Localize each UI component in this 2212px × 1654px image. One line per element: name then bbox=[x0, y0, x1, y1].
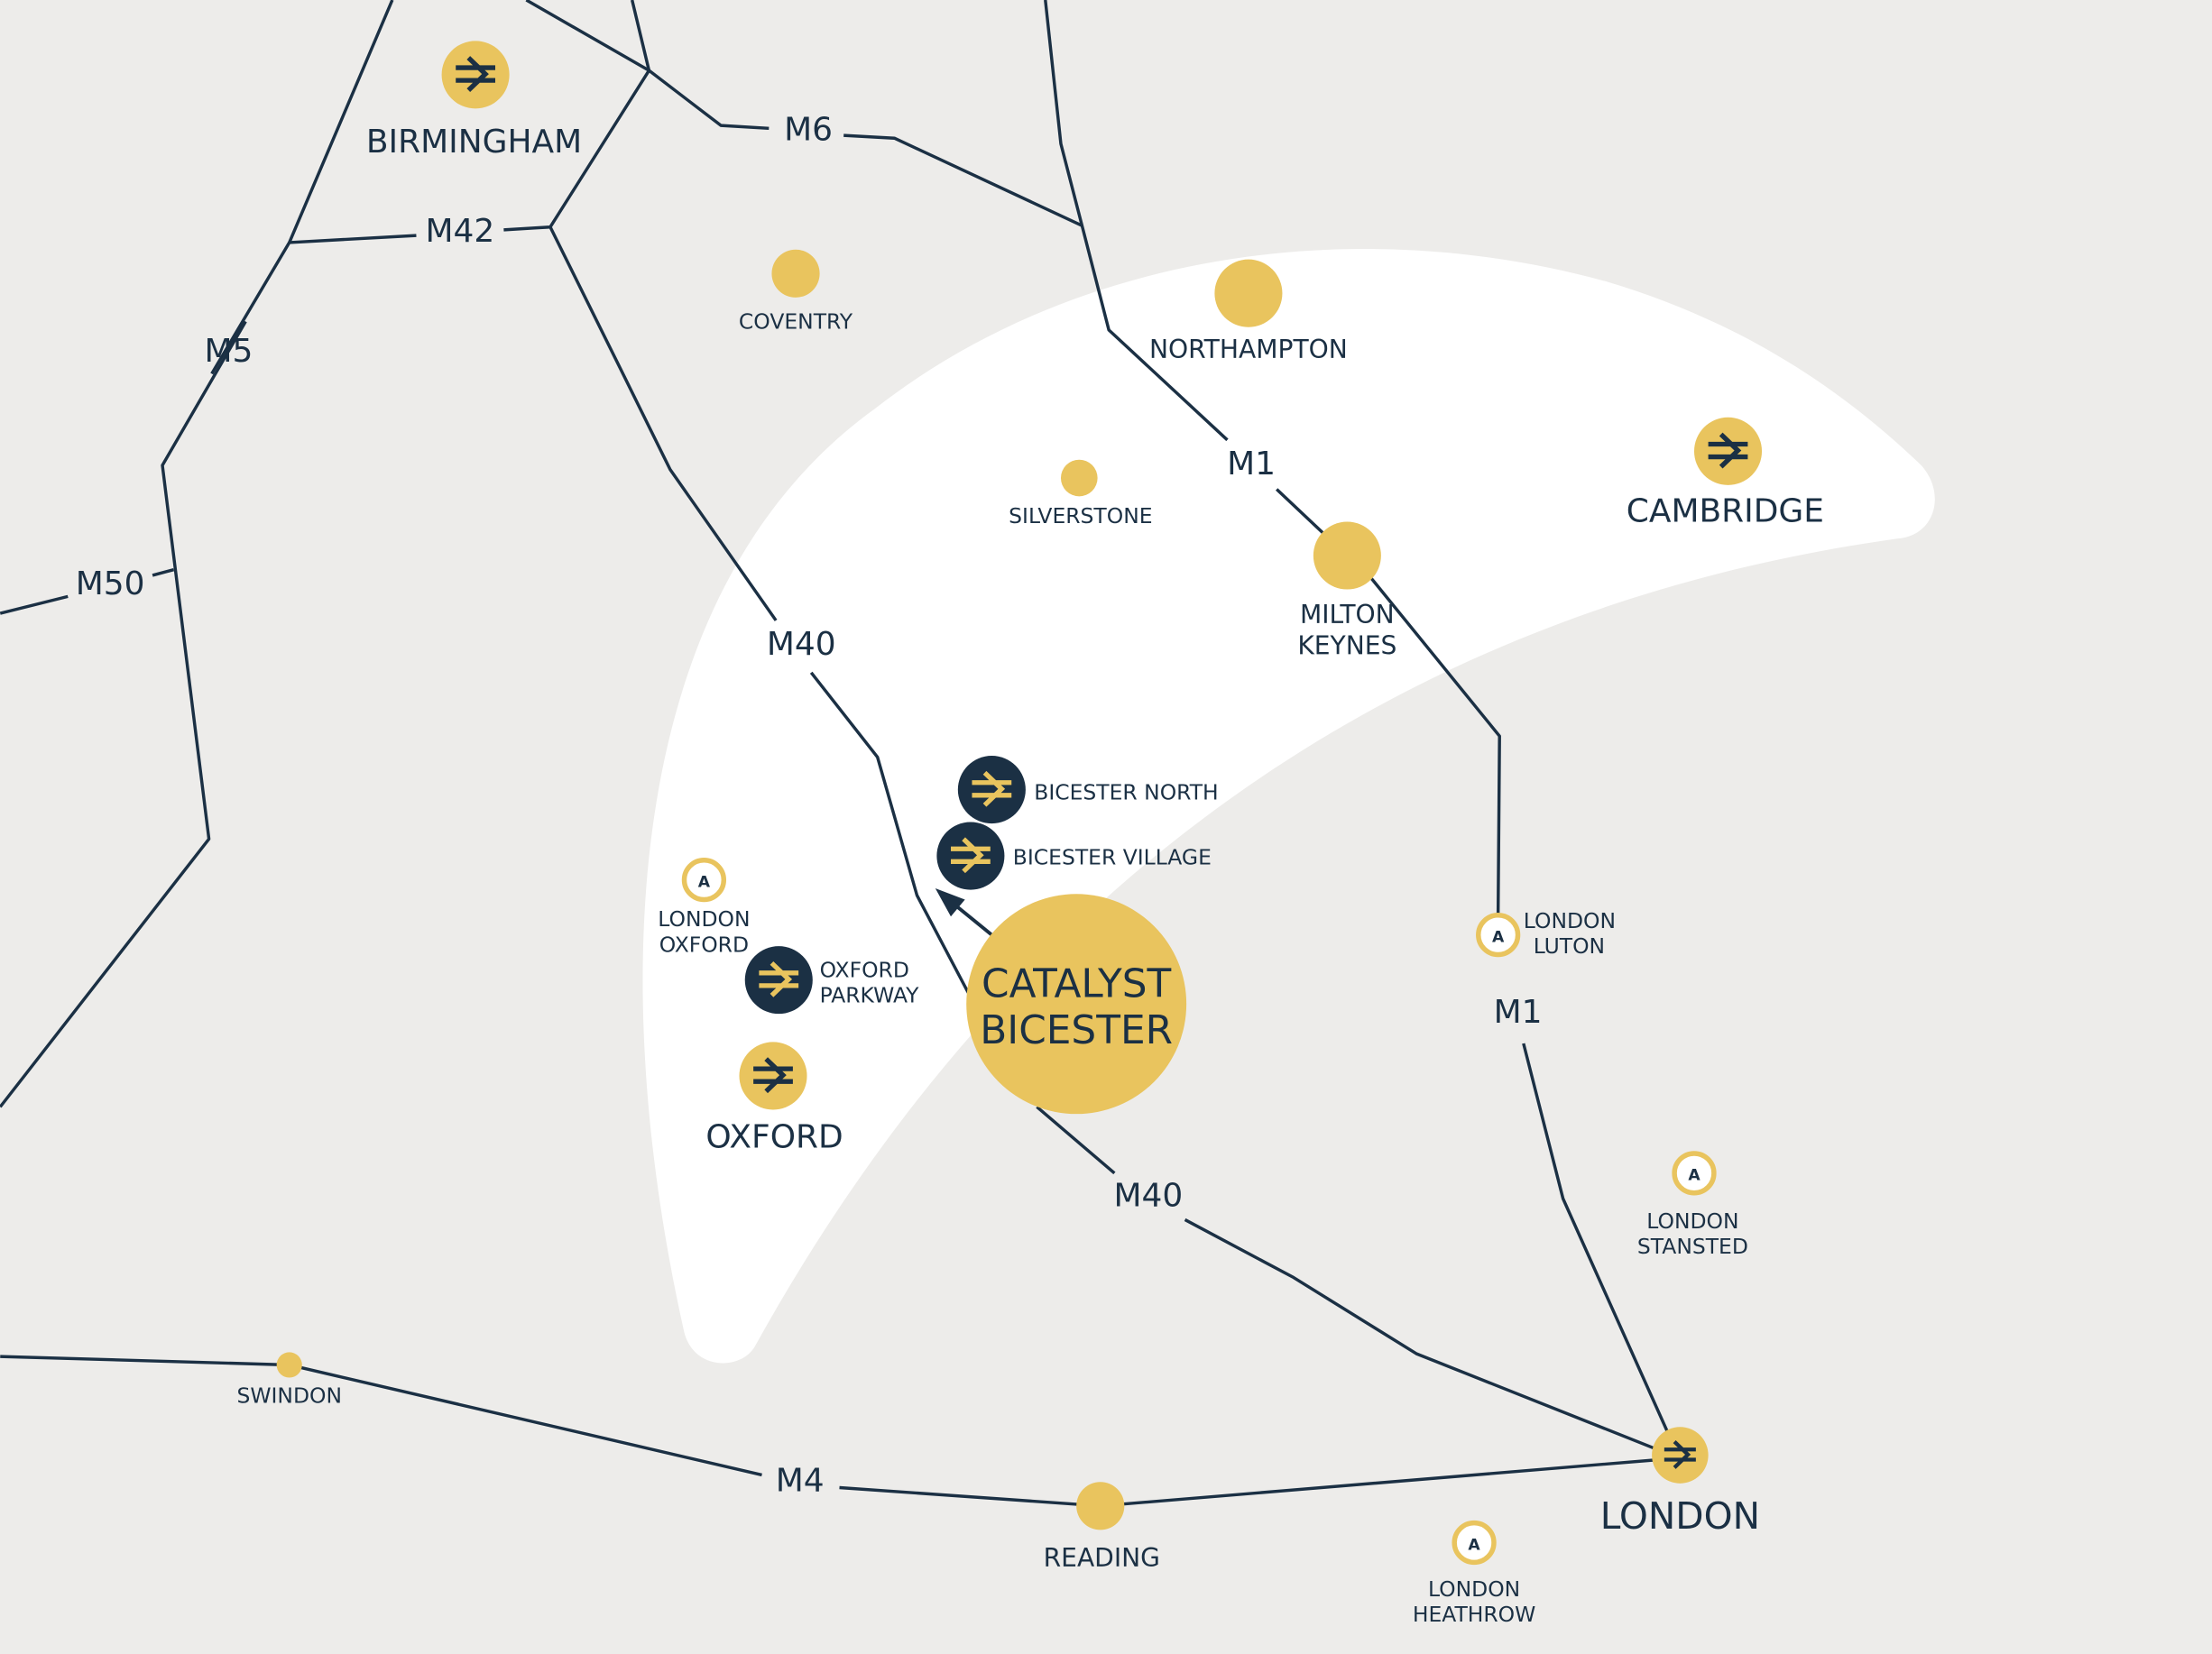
road-m1-north bbox=[1044, 0, 1229, 442]
road-label-m1-north: M1 bbox=[1227, 446, 1276, 482]
road-m1-luton bbox=[1369, 576, 1501, 914]
road-label-m50: M50 bbox=[76, 565, 145, 602]
oxford-parkway-marker bbox=[744, 946, 813, 1015]
catchment-zone bbox=[642, 249, 1935, 1364]
northampton-marker bbox=[1214, 259, 1283, 327]
svg-text:A: A bbox=[1468, 1536, 1480, 1554]
airport-icon: A bbox=[1476, 912, 1521, 958]
road-m6-east bbox=[843, 133, 1083, 227]
reading-marker bbox=[1076, 1482, 1125, 1530]
place-bicester-village: BICESTER VILLAGE bbox=[1013, 844, 1212, 869]
place-birmingham: BIRMINGHAM bbox=[366, 124, 582, 161]
place-london-luton-line2: LUTON bbox=[1534, 933, 1605, 959]
place-swindon: SWINDON bbox=[236, 1383, 342, 1409]
place-oxford-parkway-line2: PARKWAY bbox=[820, 983, 920, 1008]
road-m6 bbox=[525, 0, 770, 130]
road-m5-south bbox=[0, 320, 247, 1108]
road-m42-east bbox=[503, 0, 651, 232]
road-m50-east bbox=[152, 567, 174, 577]
road-label-m5: M5 bbox=[205, 333, 253, 370]
silverstone-marker bbox=[1060, 459, 1098, 497]
road-m40-north bbox=[548, 225, 778, 621]
svg-text:A: A bbox=[698, 873, 711, 891]
place-london-heathrow-line2: HEATHROW bbox=[1413, 1602, 1536, 1627]
svg-text:A: A bbox=[1492, 928, 1505, 946]
bicester-village-marker bbox=[936, 822, 1005, 890]
place-london-oxford-line2: OXFORD bbox=[659, 932, 749, 957]
road-m1-mk bbox=[1276, 488, 1328, 538]
milton-keynes-marker bbox=[1313, 521, 1381, 590]
road-label-m6: M6 bbox=[784, 111, 833, 148]
place-catalyst-line1: CATALYST bbox=[982, 960, 1171, 1006]
place-silverstone: SILVERSTONE bbox=[1009, 503, 1152, 528]
road-m42-west bbox=[289, 234, 417, 244]
road-network bbox=[0, 0, 1673, 1508]
svg-text:A: A bbox=[1688, 1167, 1700, 1185]
road-m40-london bbox=[1184, 1218, 1665, 1455]
place-bicester-north: BICESTER NORTH bbox=[1034, 780, 1218, 805]
road-m1-south bbox=[1522, 1043, 1673, 1442]
place-london-luton-line1: LONDON bbox=[1524, 908, 1616, 933]
place-london-oxford-line1: LONDON bbox=[658, 906, 750, 932]
road-label-m40-north: M40 bbox=[767, 626, 836, 663]
birmingham-marker bbox=[441, 41, 510, 109]
airport-icon: A bbox=[681, 858, 727, 903]
airport-icon: A bbox=[1452, 1520, 1497, 1566]
place-london-heathrow-line1: LONDON bbox=[1428, 1576, 1520, 1602]
place-london-stansted-line2: STANSTED bbox=[1637, 1234, 1748, 1259]
oxford-marker bbox=[739, 1042, 807, 1110]
arrow-icon bbox=[935, 888, 993, 937]
road-label-m40-south: M40 bbox=[1114, 1177, 1184, 1214]
place-cambridge: CAMBRIDGE bbox=[1627, 492, 1824, 529]
cambridge-marker bbox=[1693, 417, 1763, 485]
road-label-m4: M4 bbox=[776, 1462, 825, 1499]
place-london: LONDON bbox=[1600, 1494, 1760, 1538]
place-london-stansted-line1: LONDON bbox=[1646, 1208, 1738, 1234]
place-milton-keynes-line1: MILTON bbox=[1300, 600, 1395, 629]
road-m50 bbox=[0, 594, 69, 615]
bicester-north-marker bbox=[957, 756, 1026, 824]
road-label-m42: M42 bbox=[426, 213, 495, 250]
catalyst-bicester-marker bbox=[966, 894, 1187, 1115]
place-oxford-parkway-line1: OXFORD bbox=[820, 958, 909, 983]
swindon-marker bbox=[276, 1352, 302, 1378]
road-m40-mid bbox=[809, 671, 990, 1031]
airport-icon: A bbox=[1672, 1151, 1717, 1196]
place-milton-keynes-line2: KEYNES bbox=[1297, 630, 1396, 660]
coventry-marker bbox=[771, 249, 820, 298]
road-m40-south bbox=[1036, 1106, 1116, 1175]
place-northampton: NORTHAMPTON bbox=[1149, 335, 1348, 364]
road-label-m1-south: M1 bbox=[1494, 994, 1543, 1031]
london-marker bbox=[1652, 1427, 1709, 1484]
place-coventry: COVENTRY bbox=[739, 308, 853, 334]
place-oxford: OXFORD bbox=[705, 1119, 843, 1156]
place-reading: READING bbox=[1044, 1543, 1160, 1573]
place-catalyst-line2: BICESTER bbox=[980, 1007, 1173, 1053]
